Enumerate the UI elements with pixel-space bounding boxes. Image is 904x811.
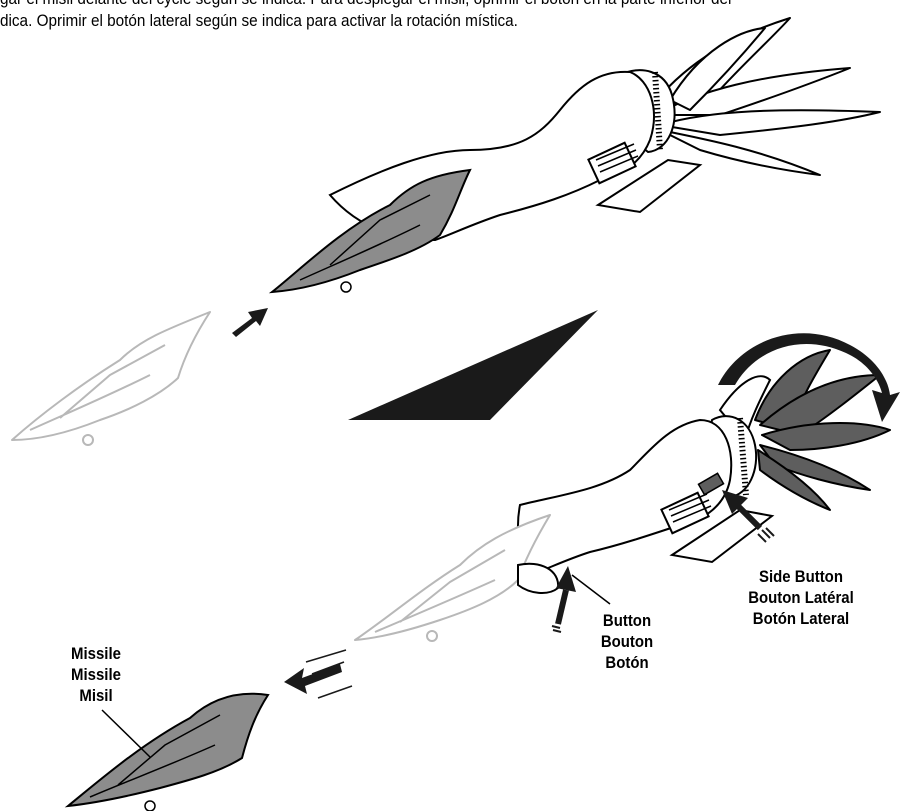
missile-label: Missile Missile Misil xyxy=(54,643,138,706)
missile-leader-line xyxy=(102,710,150,757)
arrow-left-icon xyxy=(284,650,352,698)
rear-claw-fins-bottom xyxy=(755,350,890,510)
button-leader-line xyxy=(572,575,610,604)
side-button-label-en: Side Button xyxy=(744,566,858,587)
side-button-label: Side Button Bouton Latéral Botón Lateral xyxy=(744,566,858,629)
vehicle-with-missile-top xyxy=(272,18,880,292)
missile-label-en: Missile xyxy=(54,643,138,664)
missile-wheel-top xyxy=(341,282,351,292)
side-button-label-fr: Bouton Latéral xyxy=(744,587,858,608)
side-button-label-es: Botón Lateral xyxy=(744,608,858,629)
rear-claw-fins-top xyxy=(650,18,880,175)
missile-ghost-left xyxy=(12,312,210,445)
wedge-pointer-icon xyxy=(348,310,598,420)
arrow-up-right-icon xyxy=(232,308,268,337)
button-label: Button Bouton Botón xyxy=(590,610,664,673)
button-label-fr: Bouton xyxy=(590,631,664,652)
missile-label-es: Misil xyxy=(54,685,138,706)
missile-label-fr: Missile xyxy=(54,664,138,685)
missile-launched xyxy=(68,694,268,811)
button-label-en: Button xyxy=(590,610,664,631)
button-label-es: Botón xyxy=(590,652,664,673)
front-clamp-bottom xyxy=(518,564,558,593)
